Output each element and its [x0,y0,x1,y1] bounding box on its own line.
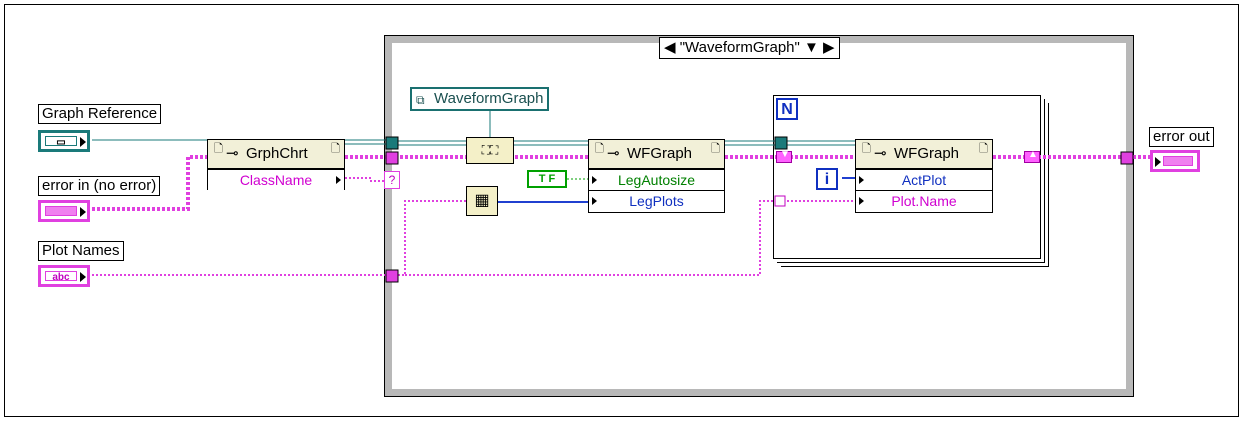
diagram-frame [4,4,1239,417]
arrow-icon [80,207,86,217]
arrow-icon [80,272,86,282]
property-plot-name[interactable]: Plot.Name [856,190,992,211]
shift-register-left[interactable]: ▼ [776,149,792,163]
property-node-header: 🗋 ⊸ WFGraph 🗋 [589,140,724,169]
case-selector[interactable]: ◀ "WaveformGraph" ▼ ▶ [659,37,840,59]
arrow-icon [1155,157,1161,167]
key-icon: ⊸ [607,145,620,162]
graph-reference-terminal[interactable]: ▭ [38,130,90,152]
error-out-terminal[interactable] [1150,150,1200,172]
error-in-label: error in (no error) [38,176,161,196]
property-classname[interactable]: ClassName [208,169,344,190]
property-node-wfgraph-legend[interactable]: 🗋 ⊸ WFGraph 🗋 LegAutosize LegPlots [588,139,725,213]
ref-tunnel-in [385,136,399,150]
property-legautosize[interactable]: LegAutosize [589,169,724,190]
shift-register-right[interactable]: ▲ [1024,149,1040,163]
error-out-label: error out [1149,127,1214,147]
input-arrow-icon [592,197,597,205]
ref-out-icon: 🗋 [979,143,988,155]
refnum-icon: ▭ [45,136,77,148]
error-in-terminal[interactable] [38,200,90,222]
class-constant[interactable]: ⧉ WaveformGraph [410,87,550,111]
property-node-header: 🗋 ⊸ GrphChrt 🗋 [208,140,344,169]
bool-false-value: F [548,173,556,185]
plot-names-terminal[interactable]: abc [38,265,90,287]
property-label: LegAutosize [617,172,696,188]
cluster-icon [1163,156,1193,166]
key-icon: ⊸ [874,145,887,162]
class-hierarchy-icon: ⧉ [416,93,425,107]
ref-in-icon: 🗋 [214,143,223,155]
error-tunnel-in [385,151,399,165]
loop-count-terminal[interactable]: N [776,98,798,120]
property-actplot[interactable]: ActPlot [856,169,992,190]
input-arrow-icon [859,197,864,205]
chevron-down-icon[interactable]: ▼ [804,39,819,56]
plot-names-tunnel-in [385,269,399,283]
case-next-icon[interactable]: ▶ [823,39,835,56]
property-node-class: WFGraph [894,145,960,162]
property-label: ClassName [239,172,313,188]
int-wire [498,177,855,203]
ref-out-icon: 🗋 [711,143,720,155]
property-node-header: 🗋 ⊸ WFGraph 🗋 [856,140,992,169]
tf-icon: T [538,173,546,185]
string-array-icon: abc [45,271,77,283]
property-label: ActPlot [901,172,947,188]
property-node-class: GrphChrt [246,145,308,162]
graph-reference-label: Graph Reference [38,104,162,124]
string-wire [92,177,855,276]
array-size-icon[interactable]: ▦ [466,186,498,216]
property-legplots[interactable]: LegPlots [589,190,724,211]
ref-out-icon: 🗋 [331,143,340,155]
property-node-grphchrt[interactable]: 🗋 ⊸ GrphChrt 🗋 ClassName [207,139,345,190]
input-arrow-icon [592,176,597,184]
loop-index-terminal[interactable]: i [816,168,838,190]
error-tunnel-out [1120,151,1134,165]
case-selector-label: "WaveformGraph" [679,39,800,56]
key-icon: ⊸ [226,145,239,162]
arrow-icon [80,137,86,147]
ref-in-icon: 🗋 [862,143,871,155]
property-node-class: WFGraph [627,145,693,162]
ref-in-icon: 🗋 [595,143,604,155]
ref-loop-tunnel [774,136,788,150]
bool-false-constant[interactable]: T F [527,170,567,188]
plot-names-label: Plot Names [38,241,124,261]
case-selector-terminal: ? [384,171,400,189]
index-tunnel [774,195,786,207]
property-node-wfgraph-plot[interactable]: 🗋 ⊸ WFGraph 🗋 ActPlot Plot.Name [855,139,993,213]
to-more-specific-class-icon[interactable]: ⛶⛶ [466,137,514,164]
property-label: Plot.Name [891,193,957,209]
case-prev-icon[interactable]: ◀ [664,39,676,56]
input-arrow-icon [859,176,864,184]
cluster-icon [45,206,77,216]
class-constant-label: WaveformGraph [434,90,544,107]
output-arrow-icon [336,176,341,184]
property-label: LegPlots [629,193,684,209]
